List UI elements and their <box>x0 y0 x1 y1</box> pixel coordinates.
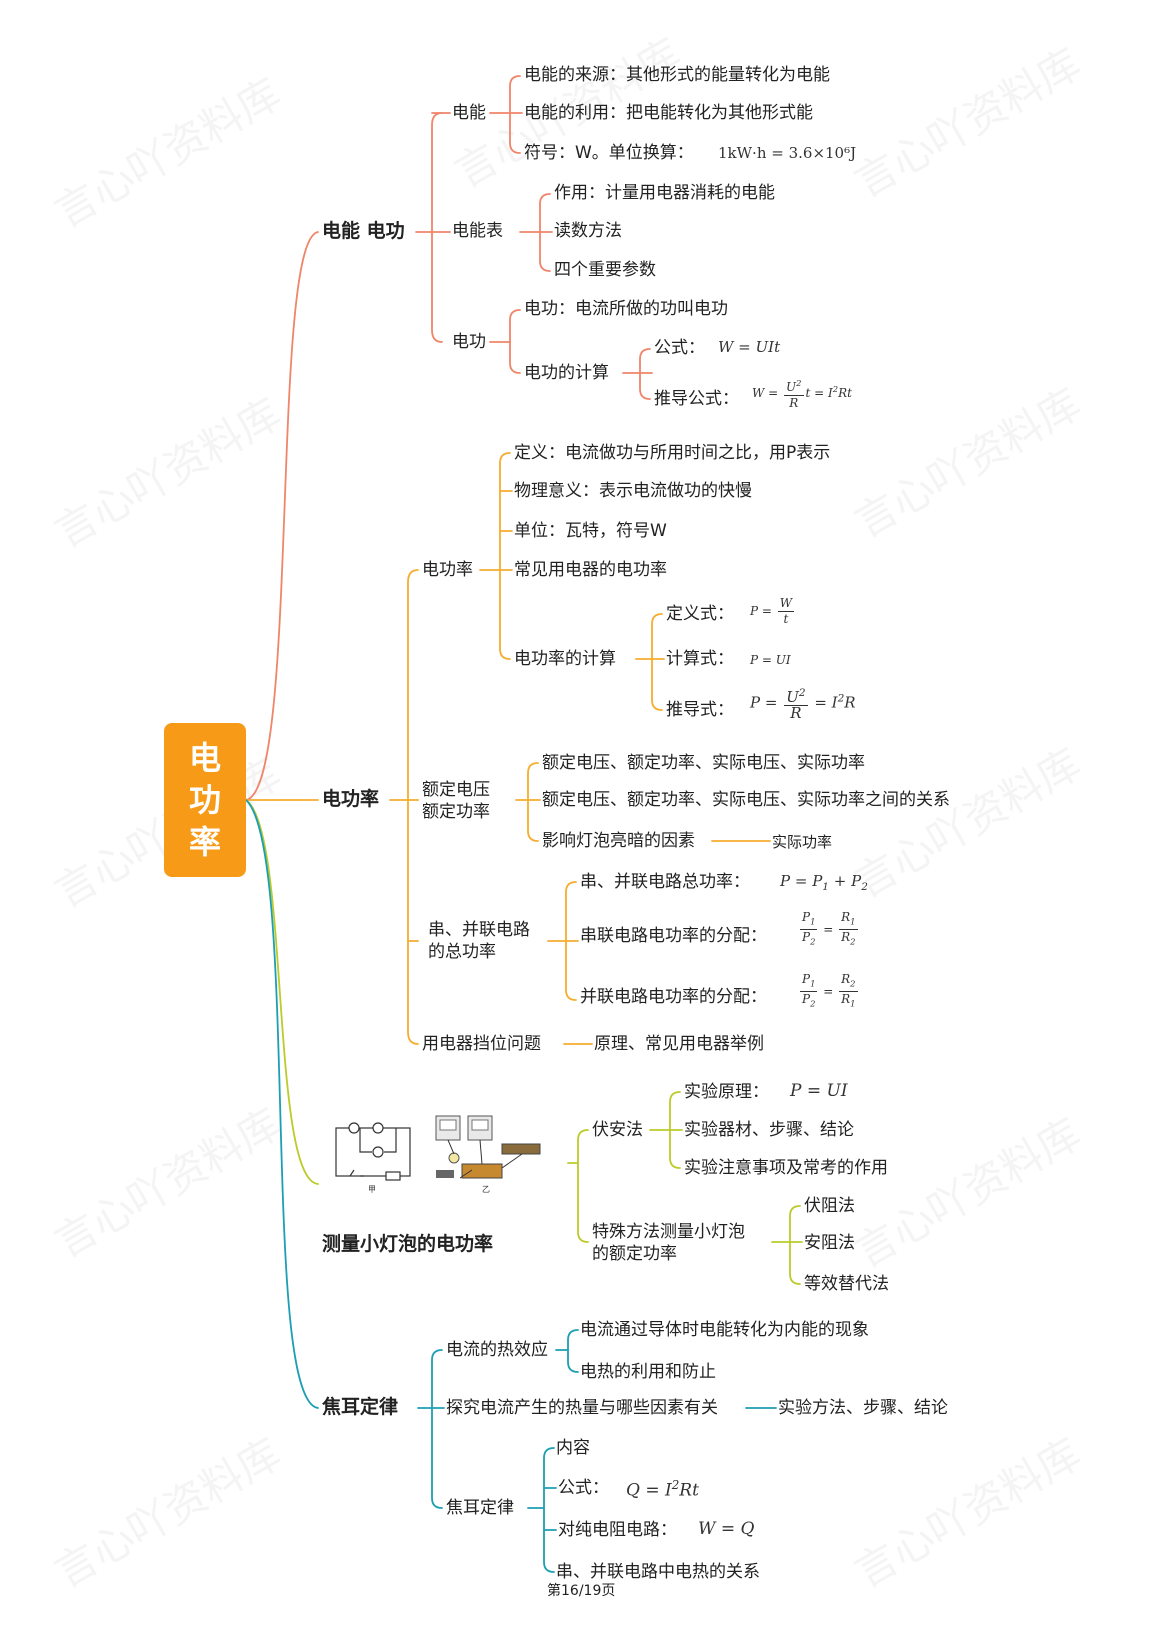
formula-pure: W = Q <box>698 1519 755 1539</box>
link-root-b1 <box>245 231 319 801</box>
formula-total-power: P = P1 + P2 <box>780 872 868 893</box>
node-electric-work: 电功 <box>452 332 486 352</box>
node-va-equip: 实验器材、步骤、结论 <box>684 1120 854 1140</box>
node-va-notes: 实验注意事项及常考的作用 <box>684 1158 888 1178</box>
node-series-line2: 的总功率 <box>428 942 496 962</box>
node-heat-c1: 电流通过导体时电能转化为内能的现象 <box>580 1320 869 1340</box>
node-power-unit: 单位：瓦特，符号W <box>514 521 667 541</box>
node-work-derived: 推导公式： <box>654 389 739 409</box>
formula-unit-conversion: 1kW·h = 3.6×10⁶J <box>718 144 857 162</box>
node-rated-line2: 额定功率 <box>422 802 490 822</box>
node-volt-resist: 伏阻法 <box>804 1196 855 1216</box>
node-rated-c3: 影响灯泡亮暗的因素 <box>542 831 695 851</box>
node-law-pure: 对纯电阻电路： <box>558 1520 677 1540</box>
formula-power-calc: P = UI <box>750 653 791 667</box>
node-equivalent: 等效替代法 <box>804 1274 889 1294</box>
node-actual-power: 实际功率 <box>772 833 833 851</box>
node-special: 特殊方法测量小灯泡 的额定功率 <box>592 1221 745 1265</box>
node-gear-child: 原理、常见用电器举例 <box>594 1034 764 1054</box>
formula-va-principle: P = UI <box>790 1081 848 1101</box>
node-heat-effect: 电流的热效应 <box>446 1340 548 1360</box>
node-series-line1: 串、并联电路 <box>428 920 530 940</box>
node-power-def: 定义：电流做功与所用时间之比，用P表示 <box>514 443 831 463</box>
node-power-der-formula: 推导式： <box>666 700 734 720</box>
node-work-calc: 电功的计算 <box>524 363 609 383</box>
node-series-parallel: 串、并联电路 的总功率 <box>428 919 530 963</box>
root-char: 功 <box>188 781 221 819</box>
circuit-diagram: 甲 <box>335 1122 411 1194</box>
node-explore-child: 实验方法、步骤、结论 <box>778 1398 948 1418</box>
node-gear: 用电器挡位问题 <box>422 1034 541 1054</box>
node-series-dist: 串联电路电功率的分配： <box>580 926 767 946</box>
node-power-def-formula: 定义式： <box>666 604 734 624</box>
node-work-formula: 公式： <box>654 338 705 358</box>
node-law-sp: 串、并联电路中电热的关系 <box>556 1562 760 1582</box>
node-law-content: 内容 <box>556 1438 590 1458</box>
node-work-def: 电功：电流所做的功叫电功 <box>524 299 728 319</box>
node-parallel-dist: 并联电路电功率的分配： <box>580 987 767 1007</box>
node-power-meaning: 物理意义：表示电流做功的快慢 <box>514 481 752 501</box>
node-energy-symbol: 符号：W。单位换算： <box>524 143 694 163</box>
branch-measure-bulb-power: 测量小灯泡的电功率 <box>322 1233 494 1255</box>
formula-work: W = UIt <box>718 338 781 356</box>
node-heat-c2: 电热的利用和防止 <box>580 1362 716 1382</box>
node-special-line2: 的额定功率 <box>592 1244 677 1264</box>
node-energy-source: 电能的来源：其他形式的能量转化为电能 <box>524 65 830 85</box>
root-char: 电 <box>188 739 221 777</box>
branch-joule-law: 焦耳定律 <box>322 1396 399 1418</box>
node-joule-law: 焦耳定律 <box>446 1498 514 1518</box>
node-voltammetry: 伏安法 <box>592 1120 643 1140</box>
branch-electric-power: 电功率 <box>322 788 380 810</box>
node-va-principle: 实验原理： <box>684 1082 769 1102</box>
node-law-formula: 公式： <box>558 1478 609 1498</box>
node-power-calc: 电功率的计算 <box>514 649 616 669</box>
node-total-power: 串、并联电路总功率： <box>580 872 750 892</box>
node-energy-use: 电能的利用：把电能转化为其他形式能 <box>524 103 813 123</box>
link-root-b4 <box>245 799 319 1409</box>
fig-label-b: 乙 <box>482 1185 490 1194</box>
root-char: 率 <box>188 823 221 861</box>
node-special-line1: 特殊方法测量小灯泡 <box>592 1222 745 1242</box>
node-electric-energy: 电能 <box>452 103 486 123</box>
node-rated: 额定电压 额定功率 <box>422 779 490 823</box>
fig-label-a: 甲 <box>368 1185 376 1194</box>
node-explore: 探究电流产生的热量与哪些因素有关 <box>446 1398 718 1418</box>
node-meter-read: 读数方法 <box>554 221 622 241</box>
node-power-calc-formula: 计算式： <box>666 649 734 669</box>
node-power: 电功率 <box>422 560 473 580</box>
node-amp-resist: 安阻法 <box>804 1233 855 1253</box>
node-power-common: 常见用电器的电功率 <box>514 560 667 580</box>
link-root-b3 <box>245 799 319 1185</box>
node-rated-c1: 额定电压、额定功率、实际电压、实际功率 <box>542 753 865 773</box>
apparatus-illustration: 乙 <box>435 1115 541 1194</box>
node-rated-c2: 额定电压、额定功率、实际电压、实际功率之间的关系 <box>542 790 950 810</box>
node-meter-role: 作用：计量用电器消耗的电能 <box>554 183 775 203</box>
node-energy-meter: 电能表 <box>452 221 503 241</box>
formula-joule: Q = I2Rt <box>626 1478 699 1501</box>
node-rated-line1: 额定电压 <box>422 780 490 800</box>
root-node: 电 功 率 <box>164 723 246 877</box>
branch-electric-energy-work: 电能 电功 <box>322 220 405 242</box>
node-meter-params: 四个重要参数 <box>554 260 656 280</box>
page-number: 第16/19页 <box>547 1583 616 1599</box>
